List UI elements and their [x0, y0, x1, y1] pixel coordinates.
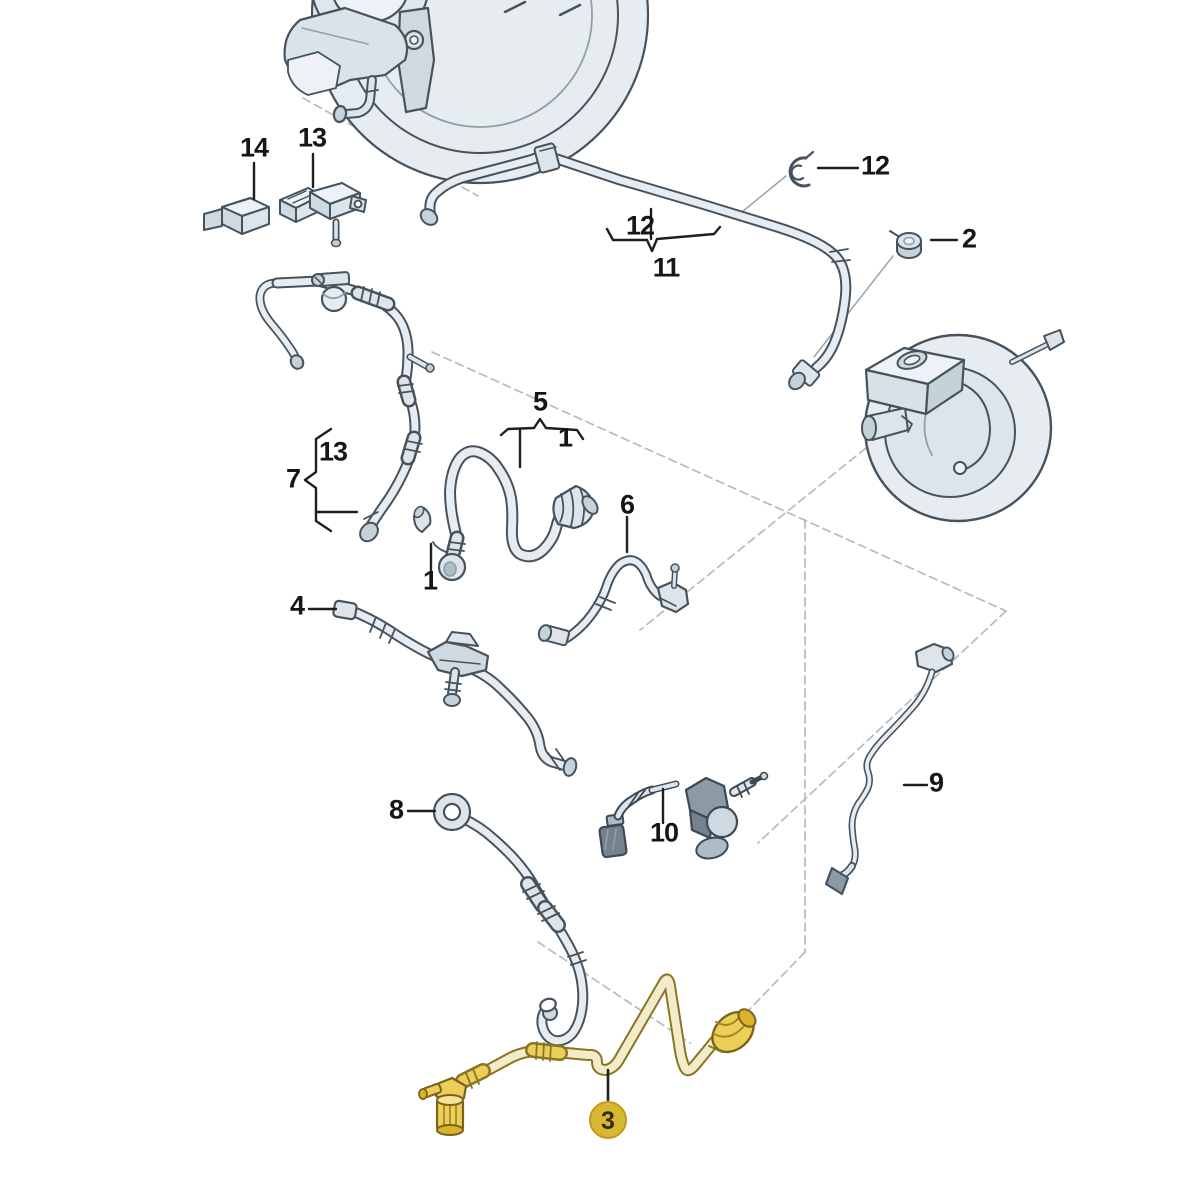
callout-4-11[interactable]: 4: [289, 590, 305, 621]
callout-13-8[interactable]: 13: [318, 436, 348, 467]
sensor-13: [279, 182, 367, 248]
hose-8: [432, 792, 589, 1047]
callout-6-10[interactable]: 6: [619, 489, 635, 520]
valve-assembly-10: [598, 771, 769, 860]
callout-1-12[interactable]: 1: [422, 565, 438, 596]
hose-6: [537, 555, 690, 647]
hose-11: [419, 142, 852, 391]
hose-3-highlighted: [418, 973, 757, 1136]
callout-14-0[interactable]: 14: [239, 132, 269, 163]
callout-12-2[interactable]: 12: [860, 150, 890, 181]
hose-assembly-5: [413, 445, 599, 582]
hose-4: [332, 599, 578, 777]
callout-3-badge-16[interactable]: 3: [589, 1101, 627, 1139]
pipe-9: [824, 642, 955, 896]
nut-2: [889, 230, 922, 259]
callout-10-14[interactable]: 10: [649, 817, 679, 848]
hose-assembly-7: [255, 271, 435, 543]
sensor-14: [203, 197, 270, 235]
callout-leader-lines: [252, 152, 959, 1102]
callout-9-15[interactable]: 9: [928, 767, 944, 798]
callout-7-9[interactable]: 7: [285, 463, 301, 494]
booster-right-assembly: [861, 329, 1065, 523]
leader-lines: [741, 175, 894, 358]
callout-5-6[interactable]: 5: [532, 386, 548, 417]
callout-13-1[interactable]: 13: [297, 122, 327, 153]
callout-12-4[interactable]: 12: [625, 210, 655, 241]
clip-12: [788, 150, 815, 188]
callout-2-3[interactable]: 2: [961, 223, 977, 254]
booster-top-assembly: [283, 0, 650, 185]
callout-1-7[interactable]: 1: [557, 422, 573, 453]
callout-8-13[interactable]: 8: [388, 794, 404, 825]
callout-11-5[interactable]: 11: [652, 252, 681, 283]
